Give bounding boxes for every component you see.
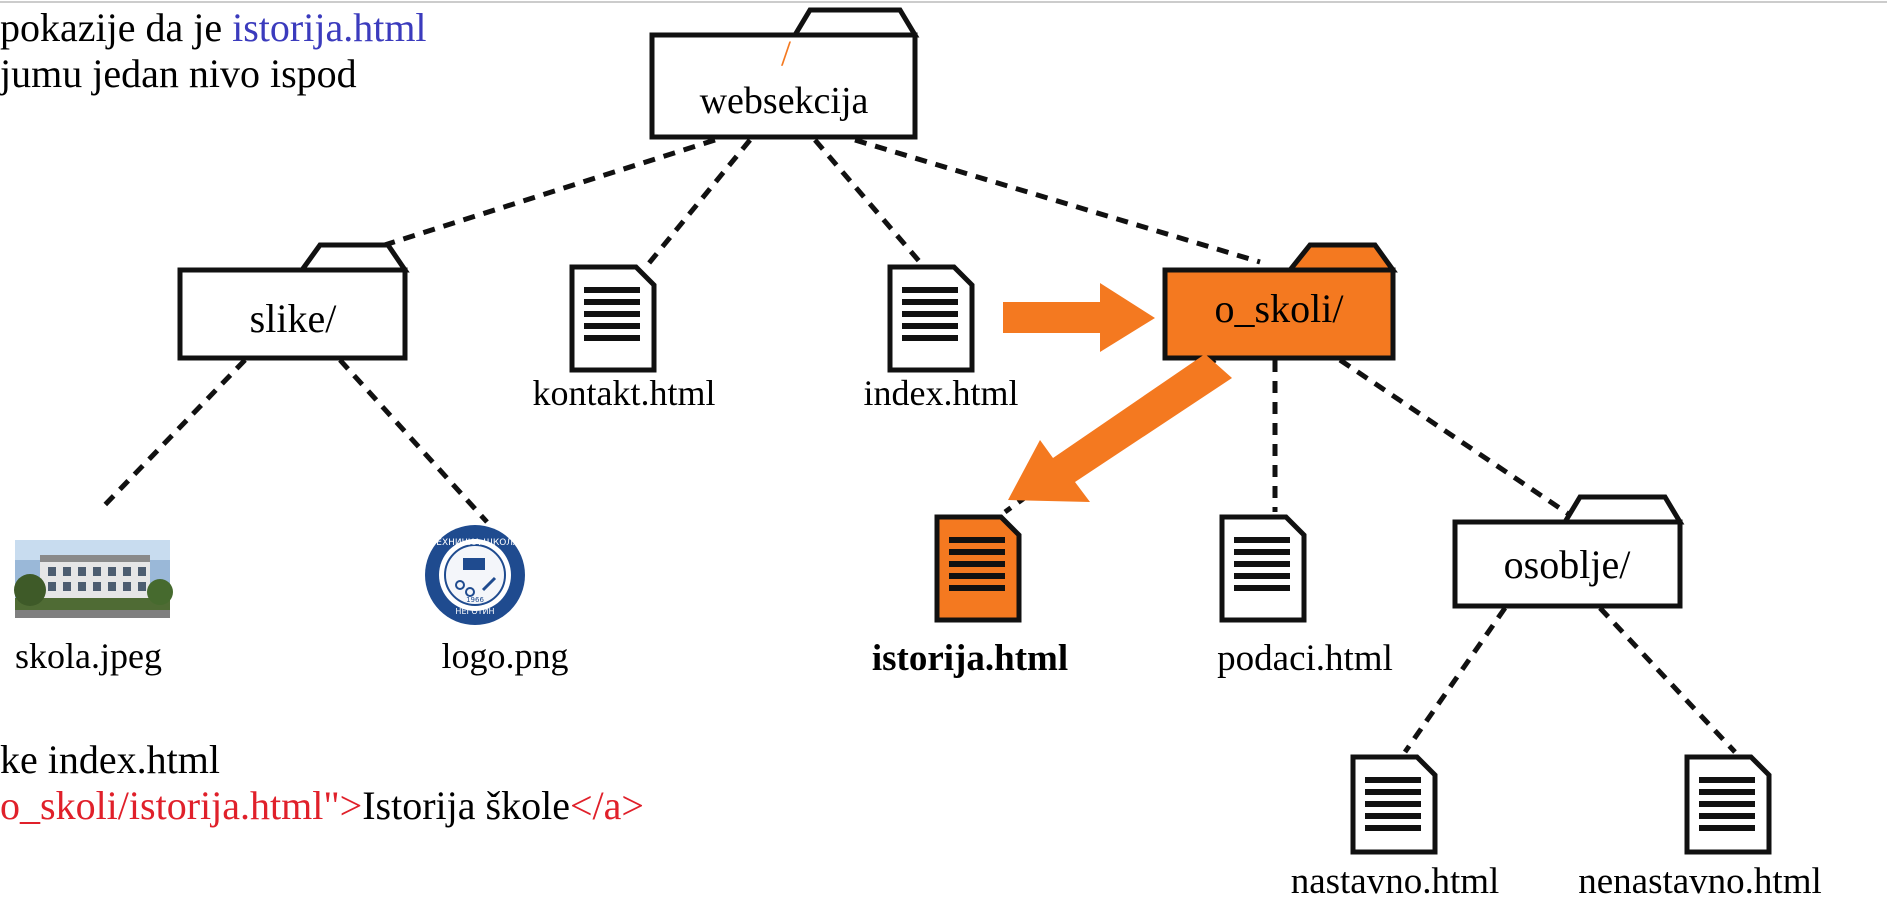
folder-label: osoblje/ bbox=[1504, 542, 1632, 587]
intro-file-link[interactable]: istorija.html bbox=[232, 5, 427, 50]
file-label: skola.jpeg bbox=[15, 636, 162, 676]
connector-root-oskoli bbox=[854, 137, 1261, 265]
file-label: logo.png bbox=[441, 636, 568, 676]
file-kontakt[interactable]: kontakt.html bbox=[533, 264, 716, 413]
intro-line-2: jumu jedan nivo ispod bbox=[0, 51, 357, 96]
connector-slike-skola bbox=[98, 358, 247, 512]
folder-slike[interactable]: slike/ bbox=[177, 242, 410, 361]
folder-label: websekcija bbox=[700, 80, 869, 122]
logo-top-text: ТЕХНИЧКА ШКОЛА bbox=[430, 538, 520, 548]
arrow-icon bbox=[1003, 283, 1155, 352]
photo-thumbnail bbox=[14, 540, 173, 618]
logo-bottom-text: НЕГОТИН bbox=[455, 607, 494, 616]
file-label: index.html bbox=[864, 373, 1019, 413]
folder-label: slike/ bbox=[250, 296, 338, 341]
folder-icon bbox=[1560, 494, 1685, 525]
folder-osoblje[interactable]: osoblje/ bbox=[1452, 494, 1685, 609]
connector-root-kontakt bbox=[643, 138, 752, 270]
folder-icon bbox=[1284, 242, 1398, 273]
root-slash: / bbox=[781, 33, 791, 73]
folder-icon bbox=[649, 32, 918, 140]
folder-icon bbox=[297, 242, 410, 273]
file-label: istorija.html bbox=[872, 638, 1068, 679]
folder-icon bbox=[790, 7, 920, 38]
code-line-1: ke index.html bbox=[0, 737, 220, 782]
connector-osoblje-nastavno bbox=[1402, 606, 1508, 754]
folder-icon bbox=[1452, 519, 1683, 609]
folder-icon bbox=[177, 267, 408, 361]
file-label: nenastavno.html bbox=[1578, 861, 1822, 899]
file-label: kontakt.html bbox=[533, 373, 716, 413]
document-icon bbox=[887, 264, 975, 373]
code-link-text: Istorija škole bbox=[362, 783, 570, 828]
file-podaci[interactable]: podaci.html bbox=[1217, 514, 1393, 679]
document-icon bbox=[1684, 754, 1772, 855]
image-skola[interactable]: skola.jpeg bbox=[14, 540, 173, 676]
connector-root-index bbox=[813, 138, 927, 270]
school-logo: ТЕХНИЧКА ШКОЛА 1966 НЕГОТИН bbox=[425, 525, 525, 625]
connector-osoblje-nenastavno bbox=[1598, 606, 1737, 754]
file-index[interactable]: index.html bbox=[864, 264, 1019, 413]
document-icon bbox=[1219, 514, 1307, 623]
document-icon bbox=[569, 264, 657, 373]
code-line-2: o_skoli/istorija.html">Istorija škole</a… bbox=[0, 784, 644, 828]
file-label: podaci.html bbox=[1217, 638, 1393, 679]
code-closing-tag: </a> bbox=[569, 783, 644, 828]
intro-line-1-text: pokazije da je bbox=[0, 5, 233, 50]
document-icon bbox=[1350, 754, 1438, 855]
code-href: o_skoli/istorija.html"> bbox=[0, 783, 363, 828]
intro-line-1: pokazije da je istorija.html bbox=[0, 6, 427, 50]
folder-label: o_skoli/ bbox=[1215, 286, 1345, 331]
connector-slike-logo bbox=[338, 358, 489, 524]
image-logo[interactable]: ТЕХНИЧКА ШКОЛА 1966 НЕГОТИН logo.png bbox=[425, 525, 569, 676]
folder-o-skoli[interactable]: o_skoli/ bbox=[1162, 242, 1398, 361]
folder-icon bbox=[1162, 267, 1396, 361]
file-label: nastavno.html bbox=[1291, 861, 1500, 899]
file-istorija[interactable]: istorija.html bbox=[872, 514, 1068, 679]
connector-root-slike bbox=[374, 137, 716, 251]
connector-oskoli-osoblje bbox=[1338, 357, 1572, 518]
folder-websekcija[interactable]: / websekcija bbox=[649, 7, 920, 140]
logo-year: 1966 bbox=[466, 596, 484, 604]
arrow-icon bbox=[1008, 354, 1232, 502]
file-nenastavno[interactable]: nenastavno.html bbox=[1578, 754, 1822, 899]
document-icon bbox=[934, 514, 1022, 623]
file-nastavno[interactable]: nastavno.html bbox=[1291, 754, 1500, 899]
